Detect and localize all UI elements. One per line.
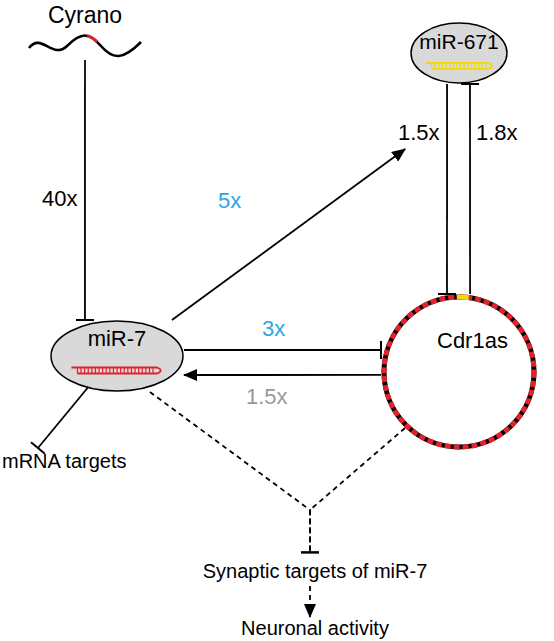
mir7-sites bbox=[384, 297, 534, 447]
mirna-ellipse bbox=[411, 23, 507, 83]
mirna-hairpin bbox=[426, 63, 492, 69]
base-pair bbox=[138, 368, 139, 374]
base-pair bbox=[152, 368, 153, 374]
base-pair bbox=[98, 368, 99, 374]
base-pair bbox=[84, 368, 85, 374]
base-pair bbox=[145, 368, 146, 374]
circle-outline bbox=[381, 294, 537, 450]
base-pair bbox=[438, 63, 439, 69]
base-pair bbox=[95, 368, 96, 374]
base-pair bbox=[431, 63, 432, 69]
base-pair bbox=[127, 368, 128, 374]
base-pair bbox=[435, 63, 436, 69]
fold-change-label: 1.5x bbox=[398, 120, 440, 145]
base-pair bbox=[116, 368, 117, 374]
mirna-ellipse bbox=[51, 321, 183, 391]
inhibition-edge bbox=[38, 388, 88, 448]
mirna-node: miR-671 bbox=[410, 22, 508, 84]
base-pair bbox=[449, 63, 450, 69]
base-pair bbox=[478, 63, 479, 69]
fold-change-label: 1.8x bbox=[476, 120, 518, 145]
base-pair bbox=[456, 63, 457, 69]
base-pair bbox=[106, 368, 107, 374]
inhibition-edge bbox=[310, 428, 405, 552]
fold-change-label: 3x bbox=[262, 316, 285, 341]
base-pair bbox=[453, 63, 454, 69]
base-pair bbox=[442, 63, 443, 69]
activation-edge bbox=[172, 149, 405, 320]
node-label: mRNA targets bbox=[2, 450, 126, 473]
base-pair bbox=[474, 63, 475, 69]
inhibition-edge bbox=[469, 84, 471, 294]
node-label: Cdr1as bbox=[437, 328, 508, 353]
circrna-node: Cdr1as bbox=[381, 294, 537, 450]
base-pair bbox=[445, 63, 446, 69]
node-label: Cyrano bbox=[25, 2, 145, 28]
base-pair bbox=[77, 368, 78, 374]
inhibition-edge bbox=[150, 392, 310, 552]
target-node: mRNA targets bbox=[0, 448, 150, 476]
mirna-hairpin bbox=[71, 368, 160, 374]
base-pair bbox=[80, 368, 81, 374]
node-label: miR-671 bbox=[410, 30, 508, 54]
activation-edge bbox=[309, 586, 311, 617]
base-pair bbox=[102, 368, 103, 374]
base-pair bbox=[149, 368, 150, 374]
lncrna-node: Cyrano bbox=[25, 2, 145, 60]
base-pair bbox=[120, 368, 121, 374]
inhibition-edge bbox=[446, 84, 448, 294]
inhibition-edge bbox=[184, 349, 381, 351]
fold-change-label: 5x bbox=[218, 188, 241, 213]
node-label: Synaptic targets of miR-7 bbox=[190, 560, 440, 583]
target-node: Synaptic targets of miR-7 bbox=[190, 558, 440, 586]
base-pair bbox=[131, 368, 132, 374]
mirna-node: miR-7 bbox=[50, 320, 184, 392]
circrna-backbone bbox=[384, 297, 534, 447]
base-pair bbox=[481, 63, 482, 69]
fold-change-label: 1.5x bbox=[246, 384, 288, 409]
base-pair bbox=[91, 368, 92, 374]
output-node: Neuronal activity bbox=[200, 617, 430, 641]
mir671-site bbox=[457, 295, 469, 301]
base-pair bbox=[471, 63, 472, 69]
activation-edge bbox=[184, 374, 381, 376]
base-pair bbox=[113, 368, 114, 374]
base-pair bbox=[134, 368, 135, 374]
rna-strand bbox=[71, 368, 160, 374]
base-pair bbox=[142, 368, 143, 374]
fold-change-label: 40x bbox=[42, 186, 77, 211]
base-pair bbox=[88, 368, 89, 374]
lncrna-strand bbox=[29, 36, 141, 57]
base-pair bbox=[467, 63, 468, 69]
mir7-site bbox=[29, 36, 141, 57]
node-label: miR-7 bbox=[50, 326, 184, 351]
base-pair bbox=[124, 368, 125, 374]
node-label: Neuronal activity bbox=[200, 617, 430, 640]
base-pair bbox=[109, 368, 110, 374]
base-pair bbox=[460, 63, 461, 69]
base-pair bbox=[485, 63, 486, 69]
base-pair bbox=[463, 63, 464, 69]
inhibition-edge bbox=[84, 60, 86, 320]
rna-strand bbox=[426, 63, 492, 69]
